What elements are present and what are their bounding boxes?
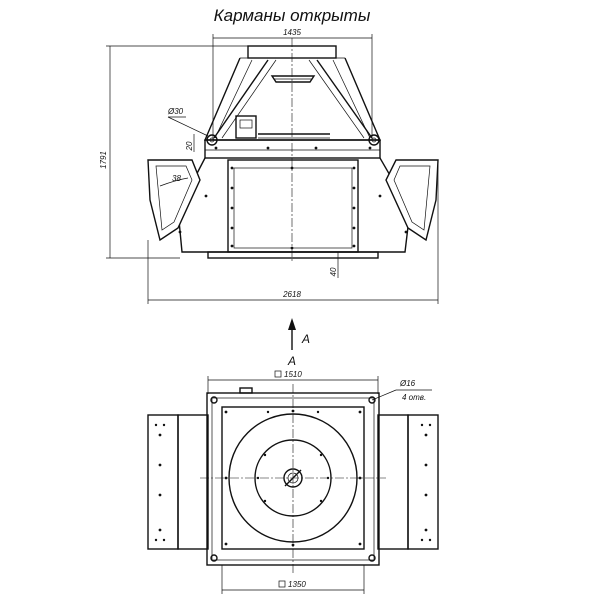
left-pocket-plan — [147, 414, 179, 550]
plan-view: 1510 — [147, 370, 439, 594]
square-icon — [274, 370, 282, 378]
front-view: 1435 1791 Ø30 20 38 40 2618 — [99, 28, 439, 304]
view-label: A — [287, 354, 296, 368]
dim-total-width: 2618 — [282, 290, 301, 299]
hood-body — [203, 57, 382, 141]
handle-slot — [270, 75, 316, 83]
square-icon — [278, 580, 286, 588]
right-pocket — [385, 159, 439, 242]
central-box — [227, 159, 359, 253]
base-plate — [207, 251, 379, 259]
view-arrow: A A — [287, 318, 310, 368]
mounting-holes — [210, 396, 376, 562]
dim-top-width: 1435 — [283, 28, 301, 37]
dim-hole-diameter: Ø30 — [167, 107, 184, 116]
lower-frame — [177, 157, 411, 253]
mid-band — [204, 139, 381, 159]
drawing-title: Карманы открыты — [214, 6, 371, 25]
dim-pocket-angle: 38 — [172, 174, 181, 183]
dim-square-1350: 1350 — [288, 580, 306, 589]
dim-offset-20: 20 — [185, 141, 194, 151]
dim-mount-hole: Ø16 — [399, 379, 416, 388]
junction-box — [235, 115, 257, 139]
dim-mount-hole-count: 4 отв. — [402, 393, 426, 402]
left-pocket — [147, 159, 201, 242]
plan-fasteners — [154, 409, 432, 547]
dim-square-1510: 1510 — [284, 370, 302, 379]
arrow-label: A — [301, 332, 310, 346]
dim-base-offset: 40 — [329, 267, 338, 276]
front-fasteners — [178, 146, 408, 250]
right-pocket-plan — [407, 414, 439, 550]
dim-height: 1791 — [99, 151, 108, 169]
